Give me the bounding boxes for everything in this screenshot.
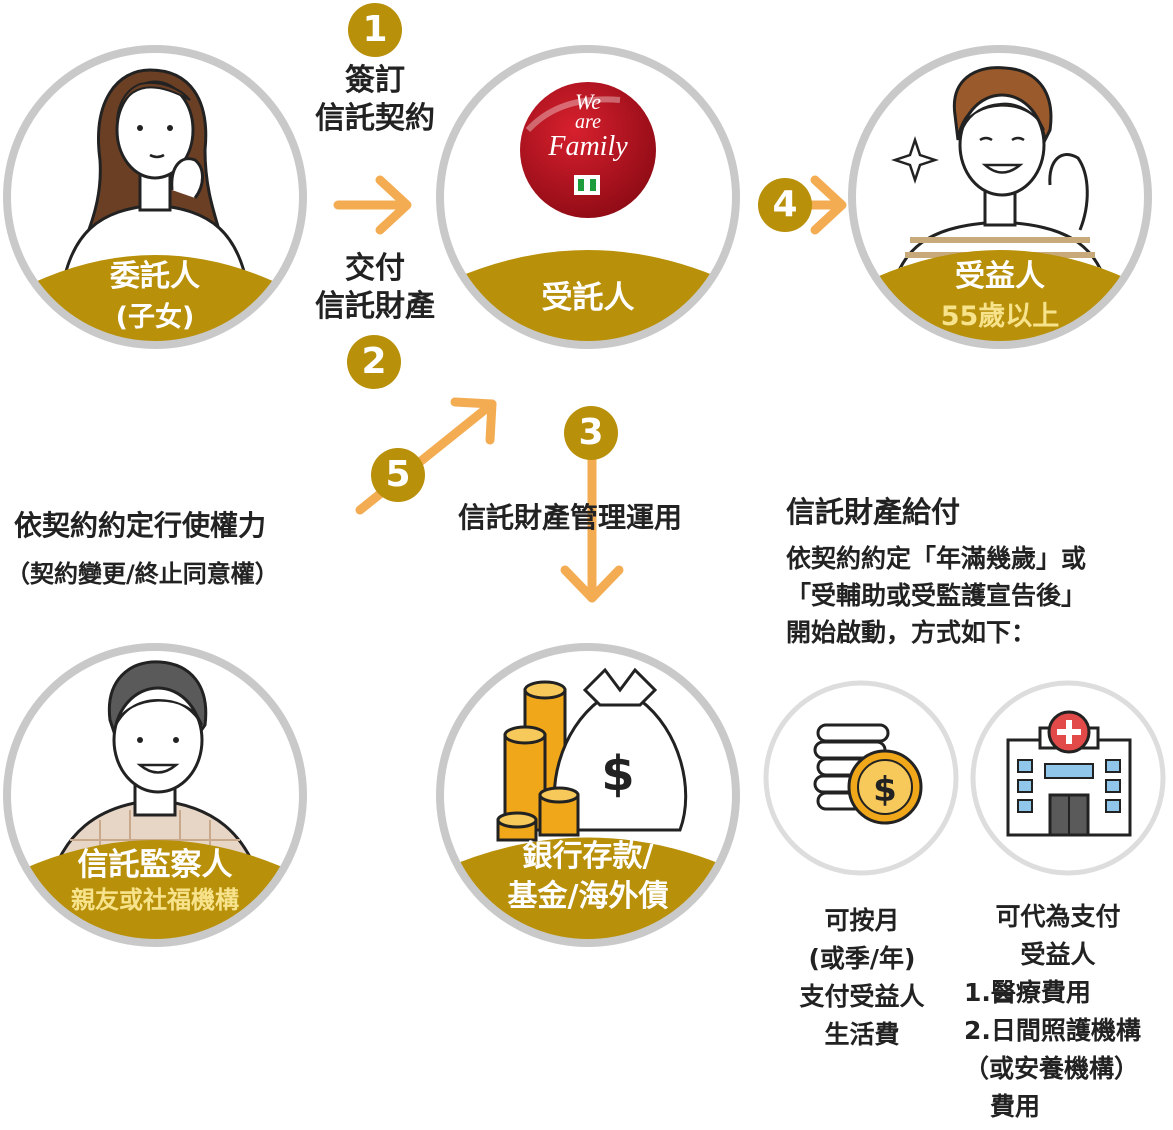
we-are-family-logo-icon: [520, 82, 656, 218]
sign-line2: 信託契約: [315, 101, 435, 136]
rights-subtitle: （契約變更/終止同意權）: [6, 560, 279, 588]
rights-title: 依契約約定行使權力: [14, 509, 267, 542]
hospital-payment-node: [970, 680, 1166, 876]
beneficiary-label: 受益人: [955, 259, 1045, 294]
step-number-1: 1: [362, 9, 388, 50]
deliver-property-text: 交付 信託財產: [290, 250, 460, 326]
hospital-line3: 1.醫療費用: [964, 978, 1091, 1007]
investment-label-line1: 銀行存款/: [522, 839, 654, 874]
deliver-line2: 信託財產: [315, 289, 435, 324]
hospital-line1: 可代為支付: [995, 902, 1121, 931]
supervisor-label: 信託監察人: [77, 847, 233, 883]
payout-line3: 開始啟動，方式如下：: [786, 618, 1037, 647]
monthly-payment-node: $: [763, 680, 959, 876]
step-badge-1: [348, 3, 402, 57]
investment-label-line2: 基金/海外債: [507, 879, 669, 914]
svg-text:$: $: [601, 746, 634, 802]
manage-property-text: 信託財產管理運用: [458, 501, 683, 534]
svg-text:$: $: [873, 770, 897, 810]
beneficiary-sublabel: 55歲以上: [940, 301, 1060, 332]
logo-wordmark: We are Family: [548, 89, 628, 162]
sign-contract-text: 簽訂 信託契約: [290, 62, 460, 138]
deliver-line1: 交付: [345, 251, 405, 286]
logo-word-family: Family: [548, 131, 628, 162]
monthly-line3: 支付受益人: [799, 982, 925, 1011]
logo-word-are: are: [575, 111, 601, 133]
hospital-line2: 受益人: [1020, 940, 1096, 969]
supervisor-sublabel: 親友或社福機構: [71, 886, 239, 914]
arrow-sign: [333, 175, 412, 235]
monthly-payment-text: 可按月 (或季/年) 支付受益人 生活費: [772, 902, 952, 1054]
step-badge-3: [564, 406, 618, 460]
arrow-manage: [560, 435, 624, 603]
entrustor-label: 委託人: [110, 259, 200, 294]
hospital-line4: 2.日間照護機構: [964, 1016, 1141, 1045]
hospital-line6: 費用: [990, 1092, 1041, 1121]
step-number-5: 5: [385, 454, 411, 495]
payout-line1: 依契約約定「年滿幾歲」或: [786, 544, 1087, 573]
hospital-icon: [1006, 710, 1132, 837]
payout-line2: 「受輔助或受監護宣告後」: [786, 581, 1087, 610]
coins-icon: $: [813, 723, 923, 825]
investment-node: $: [436, 643, 740, 947]
monthly-line1: 可按月: [824, 906, 900, 935]
payout-title: 信託財產給付: [786, 495, 961, 529]
payout-description: 依契約約定「年滿幾歲」或 「受輔助或受監護宣告後」 開始啟動，方式如下：: [786, 540, 1171, 651]
step-badge-4: [758, 178, 812, 232]
money-bag-icon: $: [496, 667, 688, 842]
monthly-line2: (或季/年): [808, 944, 916, 973]
trustee-label: 受託人: [541, 280, 635, 316]
entrustor-sublabel: (子女): [115, 302, 195, 333]
step-number-4: 4: [772, 184, 798, 225]
step-number-3: 3: [578, 412, 604, 453]
step-number-2: 2: [361, 341, 387, 382]
step-badge-5: [371, 448, 425, 502]
step-badge-2: [347, 335, 401, 389]
hospital-line5: （或安養機構）: [964, 1054, 1140, 1083]
logo-word-we: We: [574, 89, 602, 114]
sign-line1: 簽訂: [345, 63, 405, 98]
monthly-line4: 生活費: [824, 1020, 900, 1049]
hospital-payment-text: 可代為支付 受益人 1.醫療費用 2.日間照護機構 （或安養機構） 費用: [958, 898, 1170, 1126]
